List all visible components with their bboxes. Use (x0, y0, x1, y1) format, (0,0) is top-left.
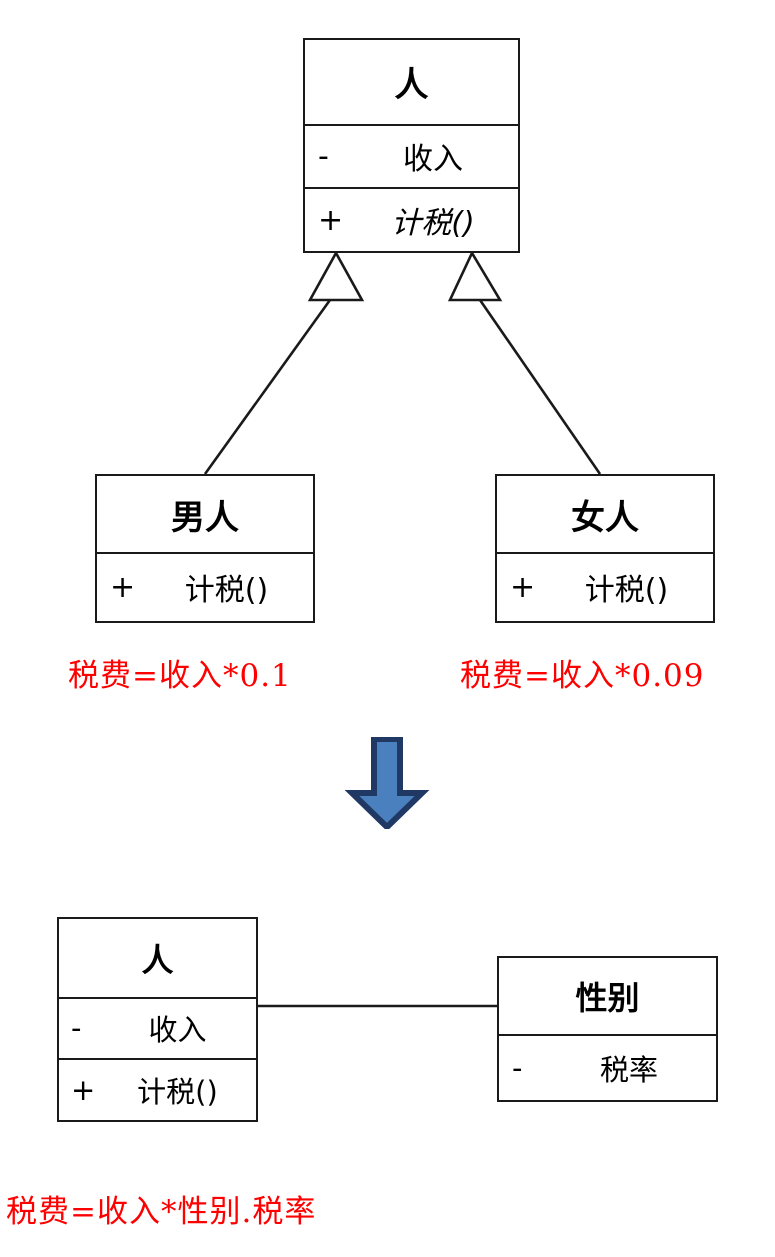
method-name-text: 计税() (391, 206, 475, 242)
visibility-marker: + (71, 1073, 96, 1108)
class-box-gender[interactable]: 性别 - 税率 (497, 956, 718, 1102)
attribute-name-text: 收入 (403, 142, 463, 178)
visibility-marker: - (512, 1050, 523, 1085)
class-attribute-row: - 收入 (59, 996, 256, 1059)
class-attribute-row: - 税率 (499, 1034, 716, 1099)
class-title-person: 人 (59, 919, 256, 997)
down-arrow-icon (344, 737, 430, 829)
generalization-edge-man (203, 250, 365, 475)
visibility-marker: + (110, 569, 136, 605)
method-name-text: 计税() (137, 1075, 218, 1110)
class-name-text: 性别 (575, 979, 640, 1017)
class-method-row: + 计税() (497, 552, 713, 620)
class-box-woman[interactable]: 女人 + 计税() (495, 474, 715, 623)
class-title-gender: 性别 (499, 958, 716, 1034)
class-box-man[interactable]: 男人 + 计税() (95, 474, 315, 623)
visibility-marker: - (318, 138, 329, 174)
class-name-text: 人 (141, 940, 174, 979)
visibility-marker: + (318, 202, 344, 238)
class-method-row: + 计税() (59, 1058, 256, 1120)
class-box-person-abstract[interactable]: 人 - 收入 + 计税() (303, 38, 520, 253)
method-name-text: 计税() (584, 573, 669, 608)
class-title-woman: 女人 (497, 476, 713, 552)
class-title-person-abstract: 人 (305, 40, 518, 124)
note-woman-formula: 税费=收入*0.09 (460, 658, 705, 694)
class-attribute-row: - 收入 (305, 123, 518, 188)
method-name-text: 计税() (184, 573, 269, 608)
class-method-row: + 计税() (97, 552, 313, 620)
class-method-row: + 计税() (305, 187, 518, 251)
class-title-man: 男人 (97, 476, 313, 552)
generalization-edge-woman (447, 250, 602, 475)
note-man-formula: 税费=收入*0.1 (68, 658, 292, 694)
attribute-name-text: 税率 (599, 1052, 658, 1087)
visibility-marker: - (71, 1011, 82, 1046)
class-name-text: 男人 (171, 497, 239, 538)
visibility-marker: + (510, 569, 536, 605)
class-box-person[interactable]: 人 - 收入 + 计税() (57, 917, 258, 1122)
class-name-text: 女人 (571, 497, 639, 538)
class-name-text: 人 (394, 65, 429, 106)
note-composition-formula: 税费=收入*性别.税率 (6, 1194, 317, 1230)
attribute-name-text: 收入 (148, 1013, 207, 1048)
